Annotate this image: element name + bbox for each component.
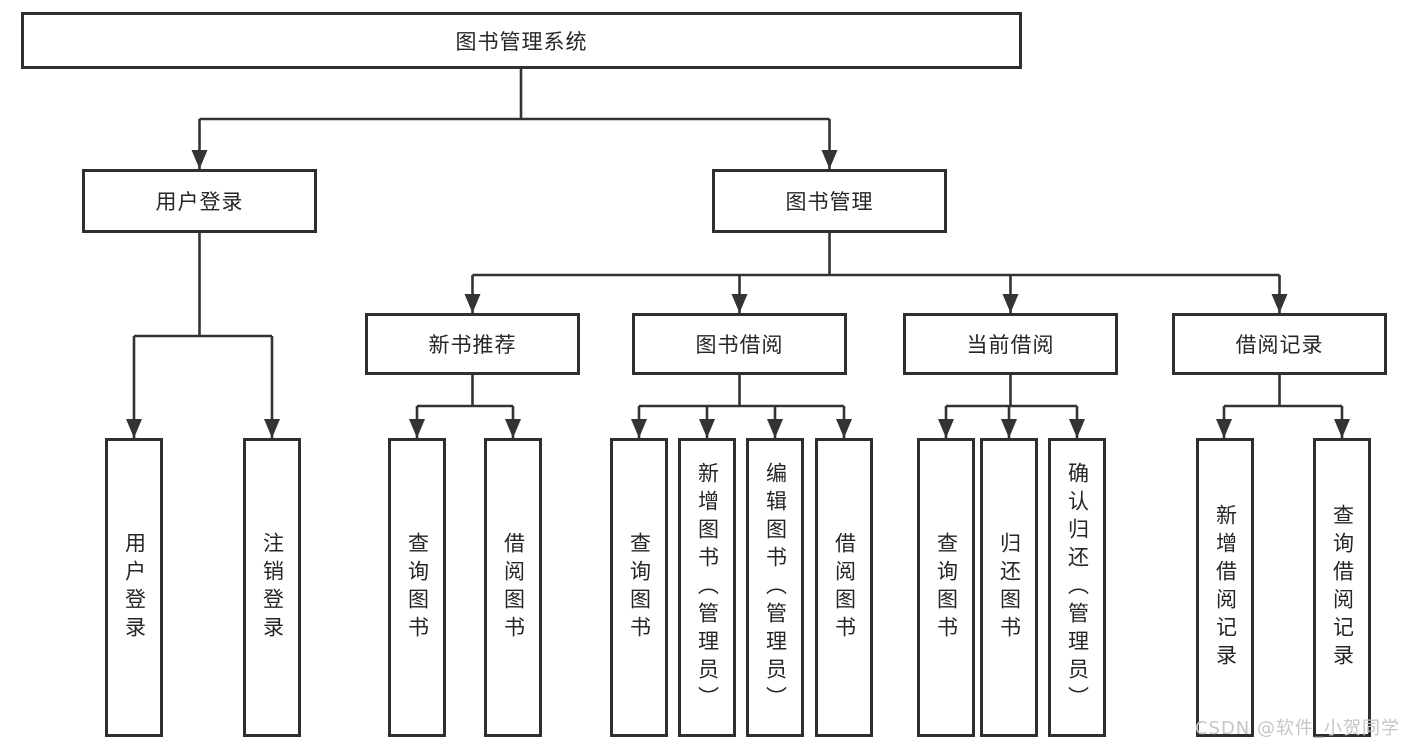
leaf-user-login: 用户登录 bbox=[105, 438, 163, 737]
leaf-add-books-admin: 新增图书（管理员） bbox=[678, 438, 736, 737]
leaf-logout: 注销登录 bbox=[243, 438, 301, 737]
leaf-label: 注销登录 bbox=[260, 531, 285, 644]
node-book-management: 图书管理 bbox=[712, 169, 947, 233]
leaf-query-borrow-record: 查询借阅记录 bbox=[1313, 438, 1371, 737]
node-new-book-recommend: 新书推荐 bbox=[365, 313, 580, 375]
node-book-borrow: 图书借阅 bbox=[632, 313, 847, 375]
node-user-login: 用户登录 bbox=[82, 169, 317, 233]
leaf-label: 借阅图书 bbox=[832, 531, 857, 644]
node-current-borrow: 当前借阅 bbox=[903, 313, 1118, 375]
leaf-query-books-recommend: 查询图书 bbox=[388, 438, 446, 737]
leaf-label: 新增图书（管理员） bbox=[695, 461, 720, 714]
leaf-borrow-books-recommend: 借阅图书 bbox=[484, 438, 542, 737]
leaf-borrow-books: 借阅图书 bbox=[815, 438, 873, 737]
leaf-label: 编辑图书（管理员） bbox=[763, 461, 788, 714]
leaf-label: 查询图书 bbox=[627, 531, 652, 644]
leaf-label: 查询图书 bbox=[934, 531, 959, 644]
leaf-confirm-return-admin: 确认归还（管理员） bbox=[1048, 438, 1106, 737]
leaf-label: 查询图书 bbox=[405, 531, 430, 644]
leaf-label: 新增借阅记录 bbox=[1213, 503, 1238, 672]
leaf-query-books-borrow: 查询图书 bbox=[610, 438, 668, 737]
leaf-label: 归还图书 bbox=[997, 531, 1022, 644]
leaf-label: 确认归还（管理员） bbox=[1065, 461, 1090, 714]
leaf-label: 查询借阅记录 bbox=[1330, 503, 1355, 672]
leaf-query-books-current: 查询图书 bbox=[917, 438, 975, 737]
csdn-watermark: CSDN @软件_小贺同学 bbox=[1194, 718, 1400, 739]
leaf-label: 用户登录 bbox=[122, 531, 147, 644]
node-borrow-records: 借阅记录 bbox=[1172, 313, 1387, 375]
leaf-return-books: 归还图书 bbox=[980, 438, 1038, 737]
leaf-add-borrow-record: 新增借阅记录 bbox=[1196, 438, 1254, 737]
leaf-edit-books-admin: 编辑图书（管理员） bbox=[746, 438, 804, 737]
node-library-management-system: 图书管理系统 bbox=[21, 12, 1022, 69]
leaf-label: 借阅图书 bbox=[501, 531, 526, 644]
